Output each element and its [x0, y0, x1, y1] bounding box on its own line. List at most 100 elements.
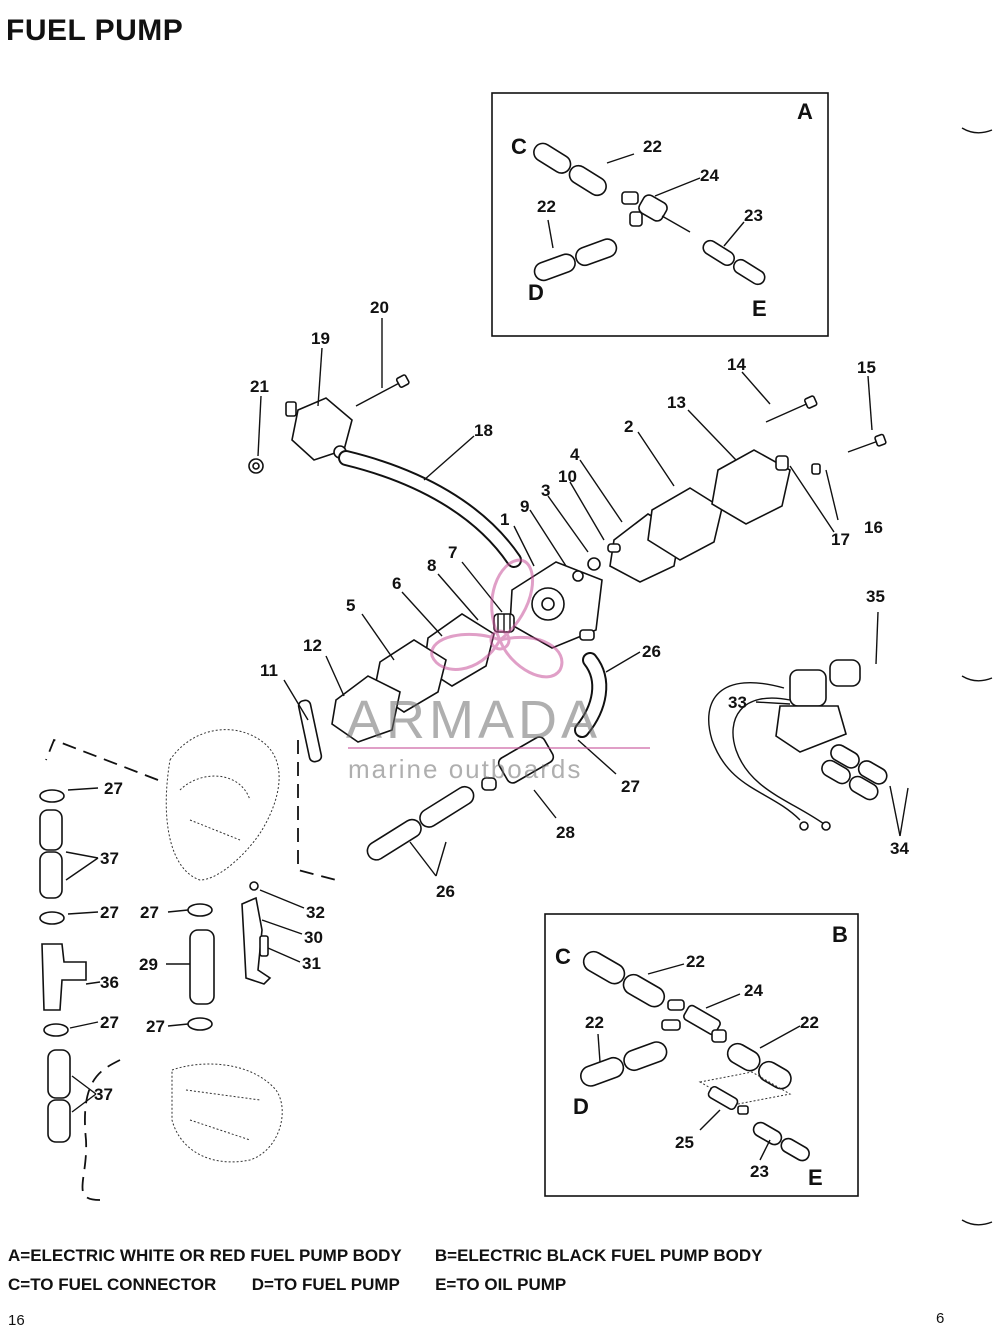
inset-b-tee	[661, 999, 727, 1043]
callout-26-upper: 26	[642, 642, 661, 661]
callout-22-b3: 22	[800, 1013, 819, 1032]
bracket-11	[297, 699, 323, 763]
legend-line-1: A=ELECTRIC WHITE OR RED FUEL PUMP BODY B…	[8, 1246, 762, 1266]
clip-27-1	[39, 789, 65, 803]
inset-b-hose-e	[752, 1121, 810, 1162]
pump-body-1	[509, 561, 603, 649]
legend-e: E=TO OIL PUMP	[435, 1275, 567, 1294]
callout-27-m2: 27	[146, 1017, 165, 1036]
hose-29	[189, 929, 215, 1005]
cover-12	[331, 675, 401, 743]
screw-31	[259, 935, 269, 957]
callout-27-m1: 27	[140, 903, 159, 922]
callout-22-a1: 22	[643, 137, 662, 156]
fitting-30	[241, 896, 272, 985]
screw-14	[765, 395, 818, 423]
oring-32	[249, 881, 259, 891]
pump-assembly	[248, 374, 887, 861]
callout-36: 36	[100, 973, 119, 992]
callout-3: 3	[541, 481, 550, 500]
callout-1: 1	[500, 510, 509, 529]
callout-22-a2: 22	[537, 197, 556, 216]
callout-25: 25	[675, 1133, 694, 1152]
callout-5: 5	[346, 596, 355, 615]
hoses-34	[821, 744, 888, 801]
cover-13	[711, 449, 791, 525]
callout-16: 16	[864, 518, 883, 537]
hose-18	[338, 450, 522, 568]
callout-4: 4	[570, 445, 580, 464]
inset-b-c-label: C	[555, 944, 571, 969]
callout-12: 12	[303, 636, 322, 655]
inset-b-d-label: D	[573, 1094, 589, 1119]
main-leaders	[65, 318, 909, 1113]
callout-23-a: 23	[744, 206, 763, 225]
callout-30: 30	[304, 928, 323, 947]
callout-17: 17	[831, 530, 850, 549]
washer-9	[572, 570, 584, 582]
callout-2: 2	[624, 417, 633, 436]
callout-18: 18	[474, 421, 493, 440]
inset-b-hose-c	[582, 950, 666, 1008]
clip-27-2	[39, 911, 65, 925]
callout-6: 6	[392, 574, 401, 593]
callout-14: 14	[727, 355, 746, 374]
legend-c: C=TO FUEL CONNECTOR	[8, 1275, 217, 1294]
callout-27-l2: 27	[100, 903, 119, 922]
clip-27-3	[43, 1023, 69, 1037]
diaphragm-2	[647, 487, 723, 561]
callout-13: 13	[667, 393, 686, 412]
inset-a-hose-d	[533, 238, 618, 282]
page-number-left: 16	[8, 1312, 25, 1329]
callout-10: 10	[558, 467, 577, 486]
inset-a-hose-e	[702, 239, 766, 286]
inset-b: B C D E	[544, 913, 859, 1197]
callout-37-upper: 37	[100, 849, 119, 868]
screw-15	[847, 433, 887, 453]
callout-27-l1: 27	[104, 779, 123, 798]
callout-35: 35	[866, 587, 885, 606]
inset-b-e-label: E	[808, 1165, 823, 1190]
callout-11: 11	[260, 661, 278, 680]
callout-24-b: 24	[744, 981, 763, 1000]
inset-b-letter: B	[832, 922, 848, 947]
callout-26-lower: 26	[436, 882, 455, 901]
dashed-routing	[45, 738, 337, 1201]
callout-33: 33	[728, 693, 747, 712]
callout-9: 9	[520, 497, 529, 516]
inset-b-hose-d	[580, 1041, 668, 1087]
callout-32: 32	[306, 903, 325, 922]
hose-26	[366, 785, 475, 861]
inset-a-tee	[621, 191, 691, 233]
inset-a-hose-c	[533, 142, 607, 197]
fitting-17	[775, 455, 789, 471]
watermark-propeller-logo	[430, 558, 564, 679]
callout-23-b: 23	[750, 1162, 769, 1181]
watermark-tagline: marine outboards	[348, 754, 582, 784]
washer-3	[587, 557, 601, 571]
valve-10	[607, 543, 621, 553]
engine-outlines	[165, 729, 283, 1163]
left-line-parts	[39, 789, 272, 1143]
callout-21: 21	[250, 377, 269, 396]
callout-27-filter: 27	[621, 777, 640, 796]
legend-line-2: C=TO FUEL CONNECTOR D=TO FUEL PUMP E=TO …	[8, 1275, 566, 1295]
inset-b-hose-2	[726, 1042, 792, 1090]
callout-37-lower: 37	[94, 1085, 113, 1104]
inset-b-fitting-25	[698, 1071, 792, 1115]
inset-a-d-label: D	[528, 280, 544, 305]
callout-22-b2: 22	[585, 1013, 604, 1032]
callout-31: 31	[302, 954, 321, 973]
solenoid-19	[248, 397, 353, 474]
legend-a: A=ELECTRIC WHITE OR RED FUEL PUMP BODY	[8, 1246, 402, 1265]
inset-b-leaders	[597, 963, 801, 1161]
inset-a-letter: A	[797, 99, 813, 124]
callout-27-l3: 27	[100, 1013, 119, 1032]
callout-20: 20	[370, 298, 389, 317]
page-title: FUEL PUMP	[6, 14, 184, 47]
legend-b: B=ELECTRIC BLACK FUEL PUMP BODY	[434, 1246, 763, 1265]
electric-pump-33	[708, 659, 888, 831]
callout-22-b1: 22	[686, 952, 705, 971]
inset-a-c-label: C	[511, 134, 527, 159]
